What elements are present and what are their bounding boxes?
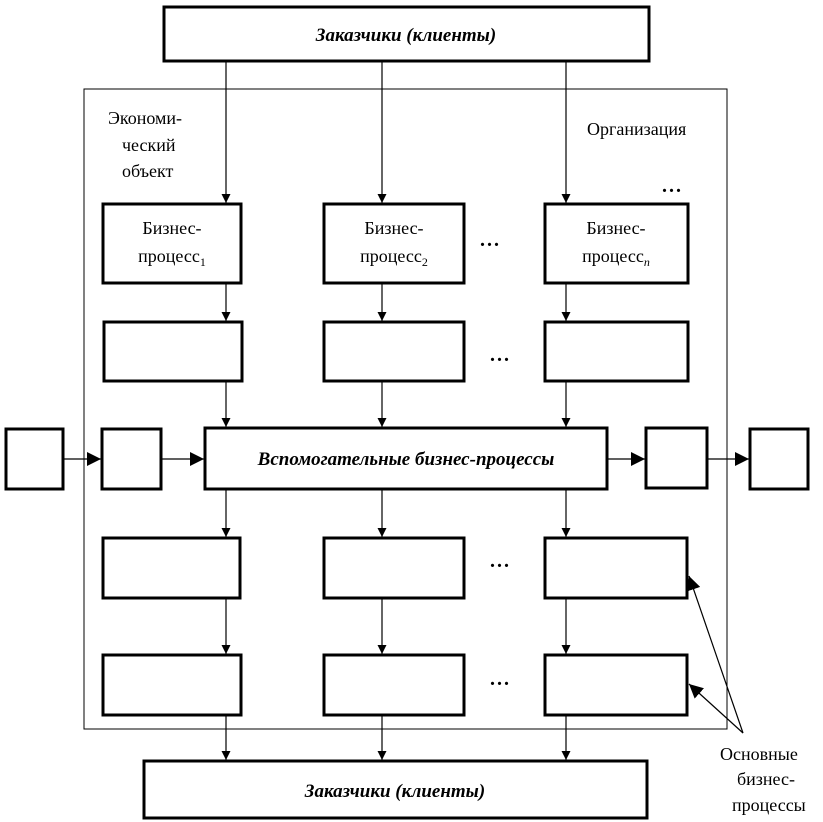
support-processes-label: Вспомогательные бизнес-процессы: [257, 449, 555, 470]
business-process-n-line2: процессn: [582, 246, 650, 269]
business-process-1-line1: Бизнес-: [142, 218, 201, 238]
external-left-box: [4, 427, 65, 491]
ellipsis-top-right: ...: [662, 175, 683, 197]
process-2-step-4-box: [322, 653, 466, 717]
customers-bottom-label: Заказчики (клиенты): [304, 781, 485, 802]
main-processes-line3: процессы: [732, 795, 806, 815]
business-process-n-line1: Бизнес-: [586, 218, 645, 238]
main-processes-line1: Основные: [720, 744, 798, 764]
business-process-2-box: [322, 202, 466, 285]
process-n-step-4-box: [543, 653, 689, 717]
ellipsis-row2: ...: [490, 344, 511, 366]
business-process-2-line2: процесс2: [360, 246, 428, 269]
customers-top-box: [162, 5, 651, 63]
organization-label: Организация: [587, 119, 686, 139]
business-process-2-line1: Бизнес-: [364, 218, 423, 238]
customers-top-label: Заказчики (клиенты): [315, 25, 496, 46]
process-1-step-2-box: [102, 320, 244, 383]
process-2-step-3-box: [322, 536, 466, 600]
main-processes-line2: бизнес-: [737, 769, 795, 789]
ellipsis-row1: ...: [480, 229, 501, 251]
ellipsis-row4: ...: [490, 668, 511, 690]
business-process-n-box: [543, 202, 690, 285]
process-n-step-3-box: [543, 536, 689, 600]
business-process-1-line2: процесс1: [138, 246, 206, 269]
pointer-to-step-4-n: [688, 683, 744, 734]
inner-right-box: [644, 426, 709, 490]
economic-object-line2: ческий: [122, 135, 176, 155]
customers-bottom-box: [142, 759, 649, 820]
business-process-1-box: [101, 202, 243, 285]
support-processes-box: [203, 426, 609, 491]
process-1-step-3-box: [101, 536, 242, 600]
inner-left-box: [100, 427, 163, 491]
pointer-to-step-3-n: [686, 575, 744, 734]
economic-object-line1: Экономи-: [108, 108, 182, 128]
economic-object-line3: объект: [122, 161, 174, 181]
process-1-step-4-box: [101, 653, 243, 717]
process-n-step-2-box: [543, 320, 690, 383]
ellipsis-row3: ...: [490, 550, 511, 572]
organization-boundary: [83, 88, 728, 730]
external-right-box: [748, 427, 810, 491]
process-2-step-2-box: [322, 320, 466, 383]
